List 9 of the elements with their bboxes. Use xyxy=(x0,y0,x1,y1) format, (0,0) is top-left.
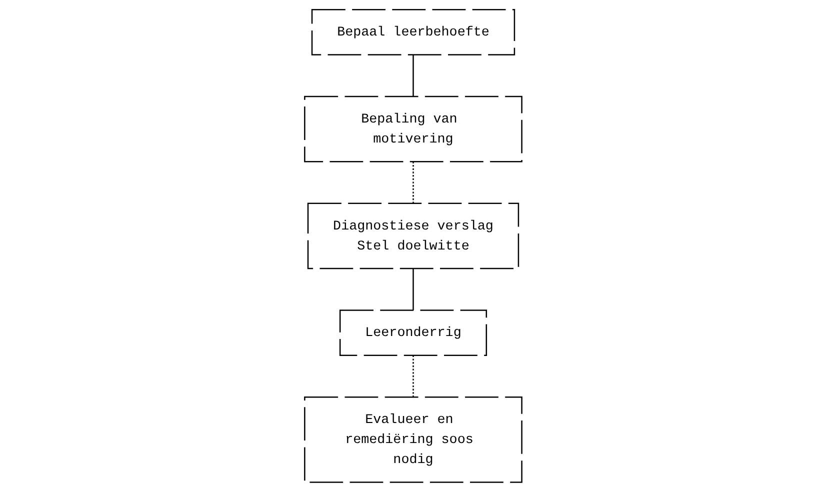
connector xyxy=(412,54,414,97)
connector xyxy=(412,355,414,398)
node-box: Bepaling van motivering xyxy=(304,96,522,162)
node-box: Bepaal leerbehoefte xyxy=(311,9,515,56)
node-box: Evalueer en remediëring soos nodig xyxy=(304,396,522,483)
connector xyxy=(412,268,414,310)
connector xyxy=(412,162,414,204)
node-box: Diagnostiese verslag Stel doelwitte xyxy=(307,202,519,270)
node-box: Leeronderrig xyxy=(339,310,487,356)
